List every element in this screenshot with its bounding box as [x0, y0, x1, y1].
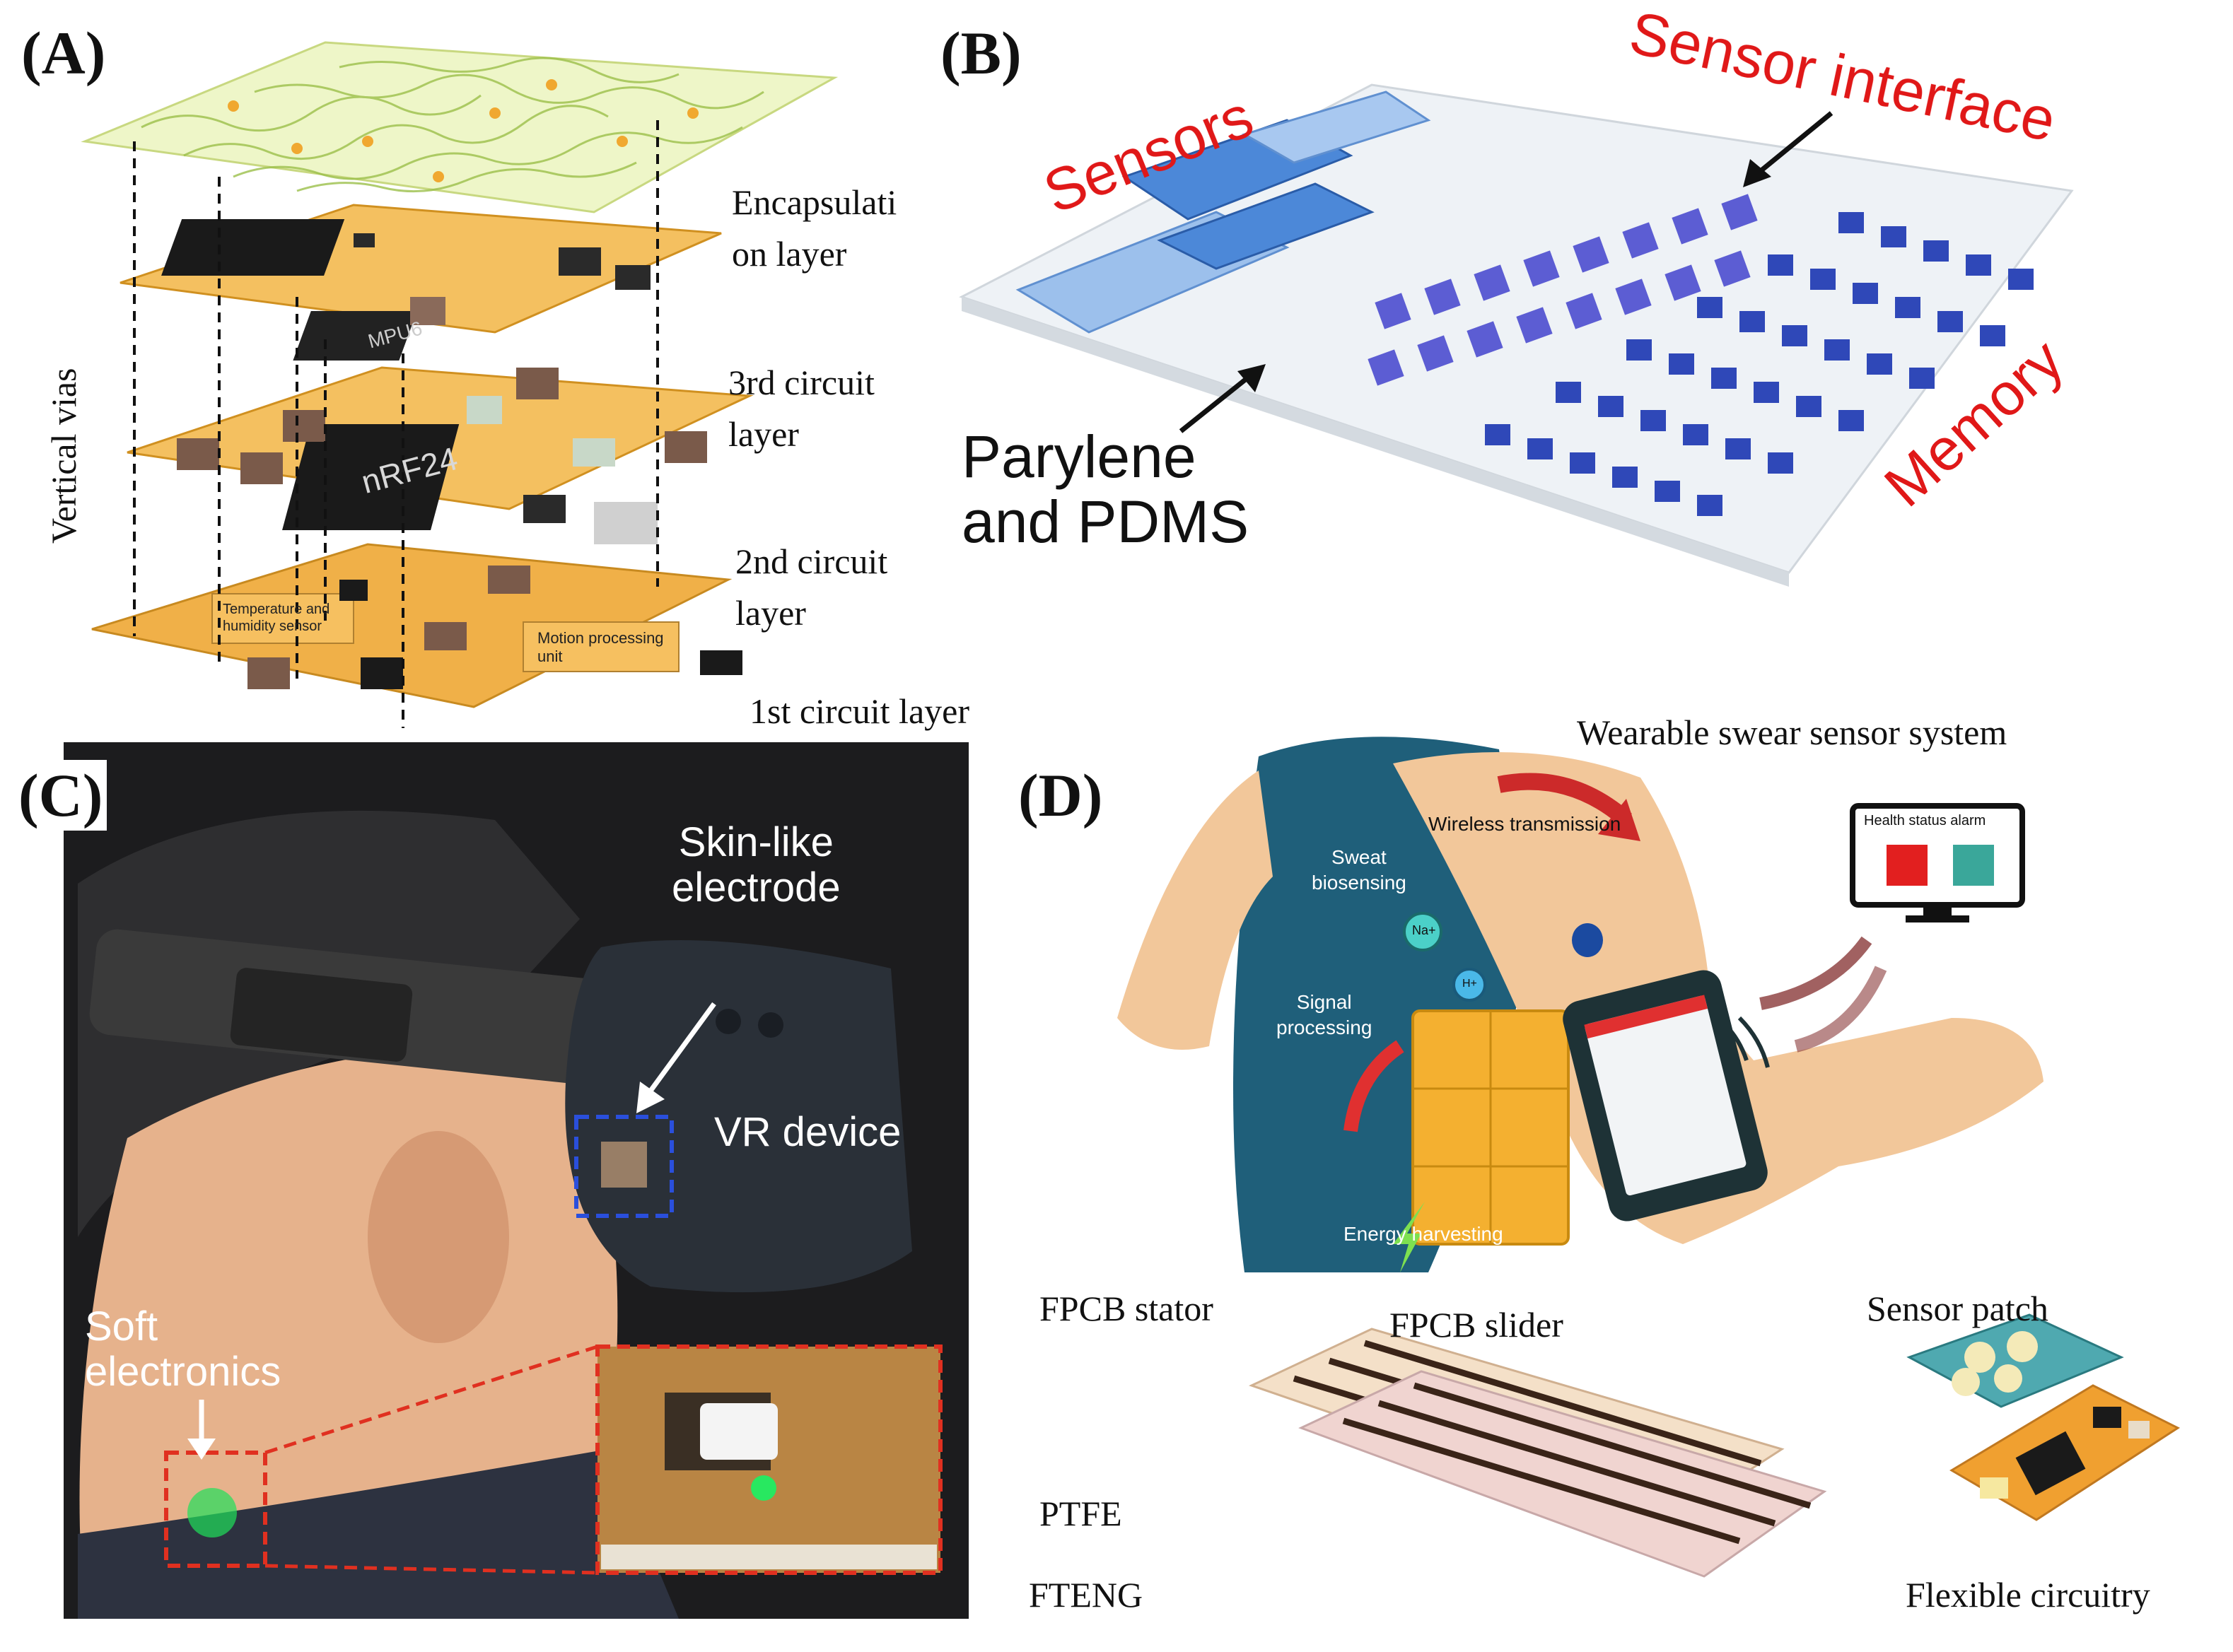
- panel-a-letter: (A): [21, 19, 106, 87]
- hydrogen-ion: [1452, 968, 1486, 1002]
- vr-headset: [565, 940, 912, 1293]
- encapsulation-layer: [81, 41, 839, 213]
- ear: [368, 1131, 509, 1343]
- inset-photo: [595, 1345, 943, 1575]
- layer-stack-illustration: [81, 41, 839, 728]
- panel-b: (B): [919, 0, 2233, 735]
- electrode-arrow: [645, 1002, 716, 1098]
- soft-electronics-label: Soft electronics: [85, 1304, 281, 1395]
- wearable-system-illustration: [1117, 737, 2181, 1578]
- fteng-label: FTENG: [1029, 1575, 1143, 1615]
- panel-c-letter: (C): [14, 760, 107, 831]
- lightning-icon: [1393, 1202, 1425, 1272]
- fpcb-slider-label: FPCB slider: [1389, 1305, 1563, 1345]
- signal-label: Signal processing: [1276, 991, 1372, 1039]
- wireless-label: Wireless transmission: [1428, 813, 1621, 835]
- sensor-patch-label: Sensor patch: [1867, 1289, 2048, 1328]
- sodium-label: Na+: [1412, 923, 1436, 937]
- vr-photo-illustration: [78, 810, 943, 1619]
- second-layer-label: 2nd circuit layer: [735, 541, 888, 633]
- panel-a: (A): [0, 0, 1046, 735]
- encapsulation-label: Encapsulati on layer: [732, 182, 897, 274]
- sodium-ion: [1403, 912, 1442, 951]
- flexible-circuitry-label: Flexible circuitry: [1906, 1575, 2150, 1615]
- electrode-label: Skin-like electrode: [672, 819, 841, 910]
- energy-label: Energy harvesting: [1343, 1223, 1503, 1245]
- ptfe-label: PTFE: [1039, 1494, 1122, 1533]
- vertical-vias: [133, 120, 659, 728]
- sweat-label: Sweat biosensing: [1312, 846, 1406, 894]
- first-circuit-layer: [91, 543, 733, 708]
- panel-c: (C) Skin-like electrode VR device Soft e…: [0, 742, 976, 1626]
- chip-3rd-layer: [161, 219, 345, 276]
- motion-unit-label: Motion processing unit: [537, 629, 664, 666]
- left-arm: [1117, 771, 1273, 1050]
- system-title: Wearable swear sensor system: [1577, 713, 2007, 752]
- alarm-label: Health status alarm: [1864, 813, 1986, 828]
- substrate-label: Parylene and PDMS: [962, 423, 1249, 556]
- alarm-red: [1887, 845, 1928, 886]
- sensor-pad-3: [1242, 90, 1431, 164]
- neck-highlight: [164, 1451, 267, 1568]
- alarm-teal: [1953, 845, 1994, 886]
- temperature-sensor-label: Temperature and humidity sensor: [223, 602, 330, 634]
- panel-d: (D) Wearable swear sensor system: [990, 707, 2233, 1652]
- vertical-vias-label: Vertical vias: [44, 368, 83, 544]
- fpcb-stator-label: FPCB stator: [1039, 1289, 1213, 1328]
- bluetooth-icon: [1572, 923, 1603, 957]
- panel-d-letter: (D): [1018, 761, 1103, 829]
- vr-device-label: VR device: [714, 1109, 902, 1155]
- shirt: [78, 1449, 679, 1619]
- first-layer-label: 1st circuit layer: [750, 691, 969, 731]
- hydrogen-label: H+: [1462, 978, 1477, 990]
- shoulder-arm: [1393, 752, 2043, 1244]
- electrode-highlight: [574, 1115, 674, 1218]
- third-layer-label: 3rd circuit layer: [728, 363, 875, 454]
- sensor-interface-arrow: [1751, 111, 1833, 179]
- substrate-arrow: [1179, 373, 1254, 433]
- memory-sensor-array-illustration: [959, 83, 2074, 587]
- panel-b-letter: (B): [940, 19, 1022, 87]
- memory-array: [1485, 212, 2034, 516]
